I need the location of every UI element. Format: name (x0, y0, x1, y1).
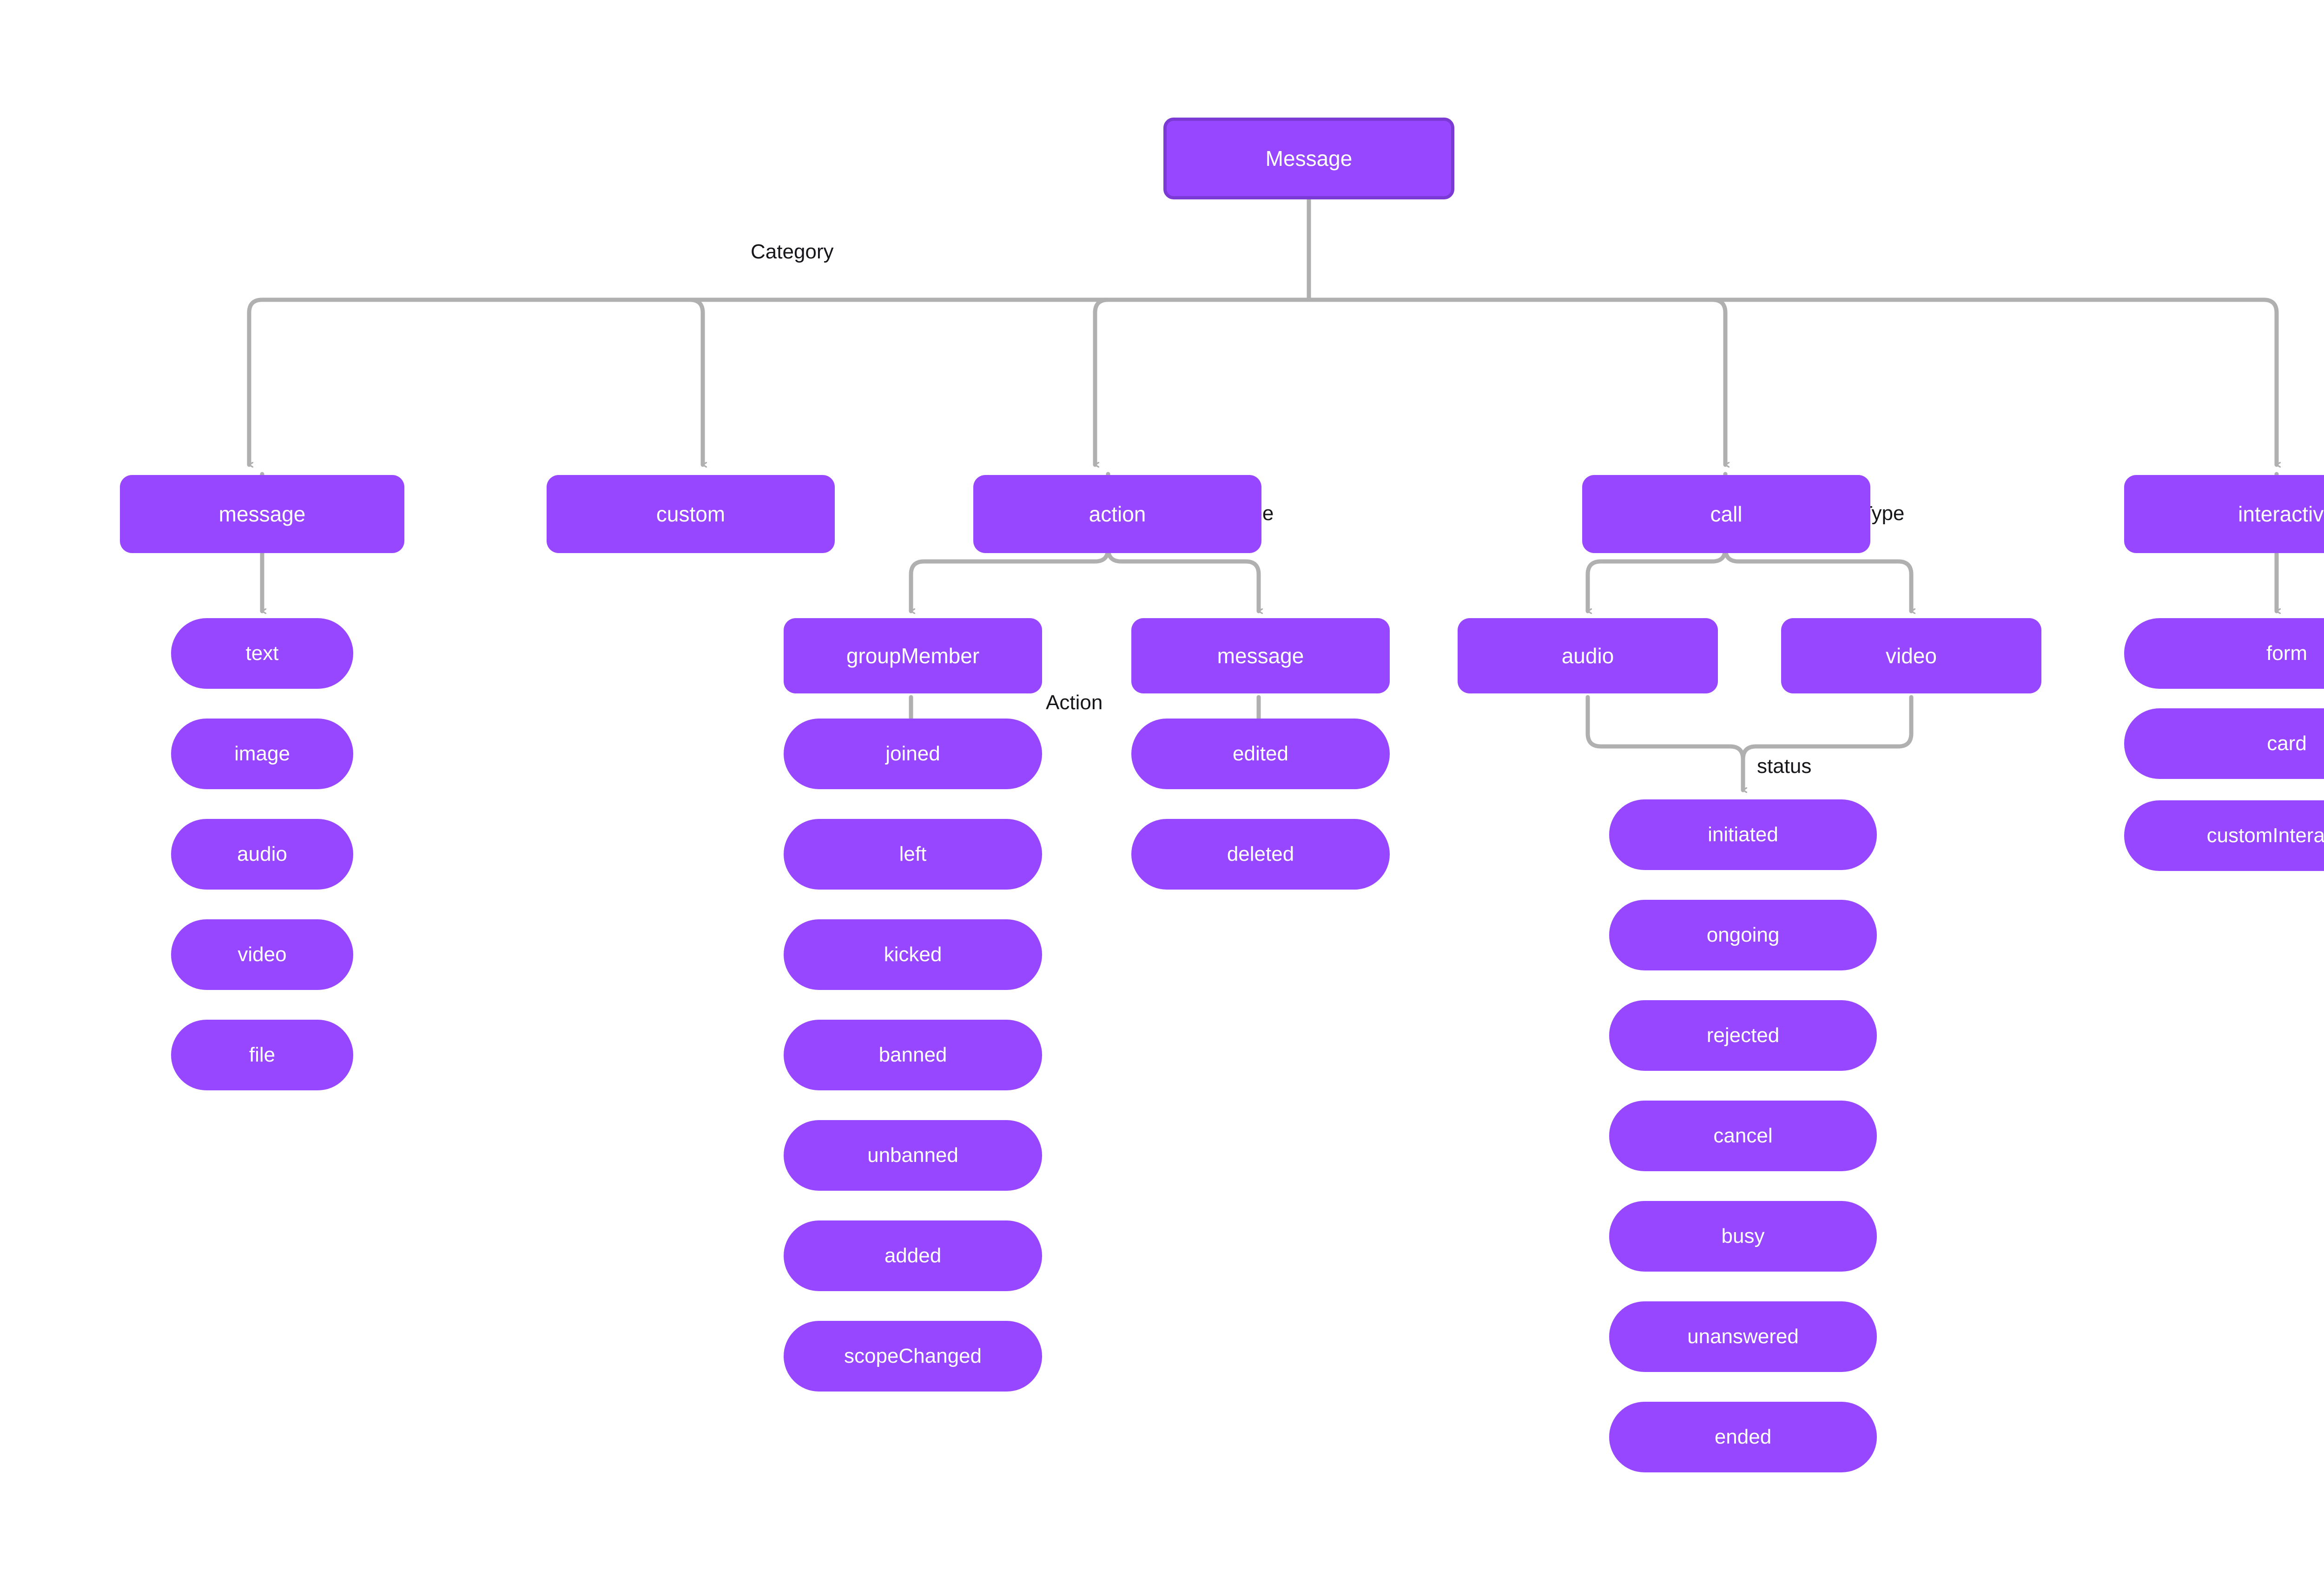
edge-audio-status (1585, 695, 1743, 790)
node-label: text (245, 641, 279, 665)
edge-category-call (1307, 297, 1725, 465)
node-groupmember-action-kicked[interactable]: kicked (784, 919, 1042, 990)
node-label: image (234, 742, 290, 765)
node-action-type-groupmember[interactable]: groupMember (784, 618, 1042, 693)
node-message-type-video[interactable]: video (171, 919, 353, 990)
node-category-action[interactable]: action (973, 475, 1261, 553)
node-label: left (899, 842, 927, 865)
node-label: file (249, 1043, 276, 1066)
node-label: video (1886, 643, 1937, 668)
node-root-message[interactable]: Message (1163, 118, 1454, 199)
node-message-type-text[interactable]: text (171, 618, 353, 689)
node-label: form (2266, 641, 2307, 665)
node-label: scopeChanged (844, 1344, 982, 1367)
node-label: interactive (2238, 501, 2324, 526)
node-groupmember-action-scopechanged[interactable]: scopeChanged (784, 1321, 1042, 1392)
node-label: customInteractive (2206, 824, 2324, 847)
node-label: ongoing (1706, 923, 1780, 946)
node-action-type-message[interactable]: message (1131, 618, 1390, 693)
node-label: banned (878, 1043, 947, 1066)
edge-category-custom (687, 297, 1311, 465)
node-label: deleted (1227, 842, 1294, 865)
node-label: action (1089, 501, 1146, 526)
edge-label-action: Action (1046, 691, 1103, 714)
node-call-type-video[interactable]: video (1781, 618, 2041, 693)
node-category-interactive[interactable]: interactive (2124, 475, 2324, 553)
node-label: unbanned (867, 1143, 958, 1167)
node-interactive-type-form[interactable]: form (2124, 618, 2324, 689)
node-call-status-ended[interactable]: ended (1609, 1402, 1877, 1472)
node-call-status-busy[interactable]: busy (1609, 1201, 1877, 1272)
node-label: busy (1721, 1224, 1765, 1247)
node-groupmember-action-banned[interactable]: banned (784, 1020, 1042, 1090)
node-label: unanswered (1687, 1325, 1799, 1348)
node-groupmember-action-added[interactable]: added (784, 1220, 1042, 1291)
node-groupmember-action-joined[interactable]: joined (784, 719, 1042, 789)
node-groupmember-action-left[interactable]: left (784, 819, 1042, 890)
node-label: card (2267, 732, 2307, 755)
node-message-type-image[interactable]: image (171, 719, 353, 789)
node-message-type-file[interactable]: file (171, 1020, 353, 1090)
node-label: initiated (1708, 823, 1778, 846)
node-label: video (238, 943, 287, 966)
node-label: audio (237, 842, 287, 865)
node-call-type-audio[interactable]: audio (1458, 618, 1718, 693)
node-groupmember-action-unbanned[interactable]: unbanned (784, 1120, 1042, 1191)
node-label: cancel (1713, 1124, 1773, 1147)
node-call-status-cancel[interactable]: cancel (1609, 1101, 1877, 1171)
node-label: Message (1265, 146, 1353, 171)
node-call-status-initiated[interactable]: initiated (1609, 799, 1877, 870)
node-label: custom (656, 501, 726, 526)
node-call-status-rejected[interactable]: rejected (1609, 1000, 1877, 1071)
node-message-action-deleted[interactable]: deleted (1131, 819, 1390, 890)
node-message-type-audio[interactable]: audio (171, 819, 353, 890)
node-label: rejected (1706, 1023, 1780, 1047)
node-label: audio (1561, 643, 1614, 668)
node-label: message (1217, 643, 1304, 668)
node-interactive-type-card[interactable]: card (2124, 708, 2324, 779)
node-category-message[interactable]: message (120, 475, 404, 553)
node-label: added (884, 1244, 942, 1267)
node-label: joined (885, 742, 940, 765)
node-label: message (218, 501, 306, 526)
node-interactive-type-custominteractive[interactable]: customInteractive (2124, 800, 2324, 871)
edge-label-category: Category (751, 240, 834, 263)
edge-label-status: status (1757, 755, 1812, 778)
node-label: call (1710, 501, 1743, 526)
node-message-action-edited[interactable]: edited (1131, 719, 1390, 789)
edge-category-action (1093, 297, 1311, 465)
node-label: ended (1714, 1425, 1772, 1448)
node-label: groupMember (846, 643, 980, 668)
node-label: edited (1233, 742, 1288, 765)
edge-category-message (247, 297, 1311, 465)
node-label: kicked (884, 943, 942, 966)
node-call-status-ongoing[interactable]: ongoing (1609, 900, 1877, 970)
edge-category-interactive (1307, 297, 2277, 465)
node-call-status-unanswered[interactable]: unanswered (1609, 1301, 1877, 1372)
node-category-call[interactable]: call (1582, 475, 1870, 553)
node-category-custom[interactable]: custom (547, 475, 835, 553)
